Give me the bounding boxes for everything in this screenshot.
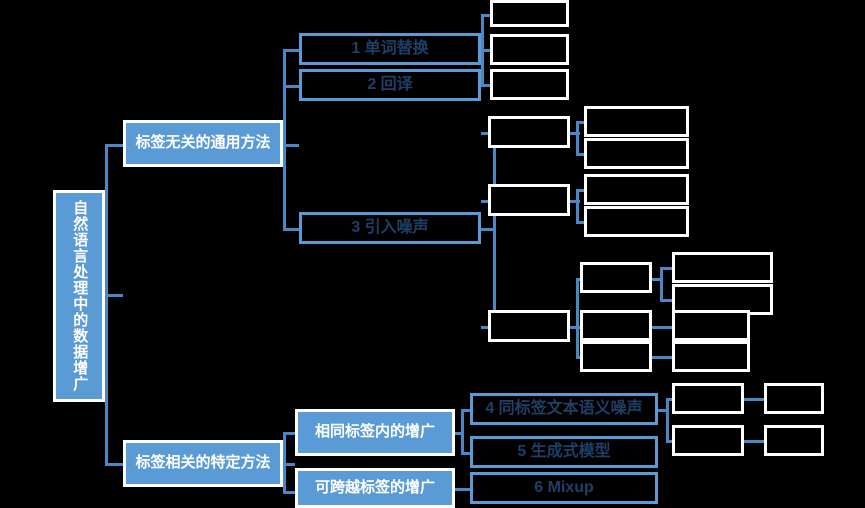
empty-node[interactable]	[584, 174, 689, 205]
leaf-node-semantic-noise[interactable]: 4 同标签文本语义噪声	[470, 393, 658, 425]
connector-noise1-out	[570, 132, 580, 135]
connector-noise-leaf2	[481, 200, 493, 203]
topic-node-cross-label[interactable]: 可跨越标签的增广	[295, 468, 455, 508]
empty-node[interactable]	[488, 310, 570, 342]
connector-samelabel-leaf2	[461, 452, 470, 455]
connector-sub3-leaf	[652, 356, 672, 359]
empty-node[interactable]	[672, 341, 750, 372]
connector-specific-out	[283, 463, 295, 466]
connector-general-child1	[283, 49, 299, 52]
empty-node[interactable]	[490, 34, 569, 65]
empty-node[interactable]	[580, 310, 652, 341]
empty-node[interactable]	[764, 383, 824, 414]
leaf-node-mixup[interactable]: 6 Mixup	[470, 472, 658, 504]
root-node[interactable]: 自然语言处理中的数据增广	[53, 190, 105, 402]
empty-node[interactable]	[488, 184, 570, 216]
connector-wordsub-leaf1	[481, 14, 490, 17]
connector-sub2-leaf	[652, 326, 672, 329]
connector-sub1-leaf2	[660, 299, 672, 302]
empty-node[interactable]	[672, 425, 744, 456]
connector-noise1-leaf1	[576, 121, 584, 124]
connector-specific-vertical	[283, 432, 286, 494]
topic-node-noise-injection[interactable]: 3 引入噪声	[299, 212, 481, 244]
connector-noise-vertical	[493, 132, 496, 326]
connector-root-vertical	[105, 144, 108, 466]
connector-samelabel-leaf1	[461, 409, 470, 412]
connector-far1	[744, 398, 764, 401]
connector-sub1-leaf1	[660, 267, 672, 270]
empty-node[interactable]	[672, 252, 773, 283]
topic-node-word-substitution[interactable]: 1 单词替换	[299, 33, 481, 65]
empty-node[interactable]	[672, 383, 744, 414]
empty-node[interactable]	[580, 262, 652, 293]
connector-noise1-leaf2	[576, 153, 584, 156]
empty-node[interactable]	[672, 310, 750, 341]
empty-node[interactable]	[580, 341, 652, 372]
empty-node[interactable]	[584, 138, 689, 169]
connector-sub1-vertical	[660, 267, 663, 301]
connector-wordsub-leaf3	[481, 84, 490, 87]
connector-wordsub-leaf2	[481, 49, 490, 52]
connector-noise3-out	[570, 326, 578, 329]
connector-to-general	[105, 144, 125, 147]
connector-noise2-vertical	[576, 189, 579, 223]
connector-samelabel-out	[455, 432, 464, 435]
topic-node-back-translation[interactable]: 2 回译	[299, 69, 481, 101]
connector-semnoise-vertical	[666, 398, 669, 443]
empty-node[interactable]	[490, 0, 569, 27]
branch-node-general[interactable]: 标签无关的通用方法	[123, 120, 283, 167]
connector-samelabel-vertical	[461, 409, 464, 455]
connector-general-out	[283, 144, 299, 147]
connector-noise-leaf3	[481, 326, 493, 329]
connector-root-spine	[105, 294, 123, 297]
empty-node[interactable]	[584, 106, 689, 137]
connector-general-vertical	[283, 49, 286, 231]
leaf-node-generative-model[interactable]: 5 生成式模型	[470, 436, 658, 468]
connector-noise1-vertical	[576, 121, 579, 155]
empty-node[interactable]	[764, 425, 824, 456]
empty-node[interactable]	[488, 116, 570, 148]
connector-specific-child2	[283, 491, 295, 494]
connector-noise-leaf1	[481, 132, 493, 135]
connector-sub1-out	[652, 278, 662, 281]
connector-semnoise-leaf1	[666, 398, 674, 401]
connector-far2	[744, 440, 764, 443]
connector-noise2-out	[570, 200, 580, 203]
connector-to-specific	[105, 463, 125, 466]
connector-general-child2	[283, 85, 299, 88]
connector-specific-child1	[283, 432, 295, 435]
connector-noise-out	[481, 228, 493, 231]
connector-noise2-leaf1	[576, 189, 584, 192]
connector-semnoise-out	[658, 409, 668, 412]
empty-node[interactable]	[584, 206, 689, 237]
branch-node-specific[interactable]: 标签相关的特定方法	[123, 440, 283, 487]
topic-node-same-label[interactable]: 相同标签内的增广	[295, 409, 455, 456]
empty-node[interactable]	[490, 69, 569, 100]
connector-crosslabel-leaf	[455, 488, 470, 491]
connector-general-child3	[283, 228, 299, 231]
connector-noise2-leaf2	[576, 221, 584, 224]
connector-noise3-vertical	[576, 278, 579, 358]
connector-semnoise-leaf2	[666, 440, 674, 443]
